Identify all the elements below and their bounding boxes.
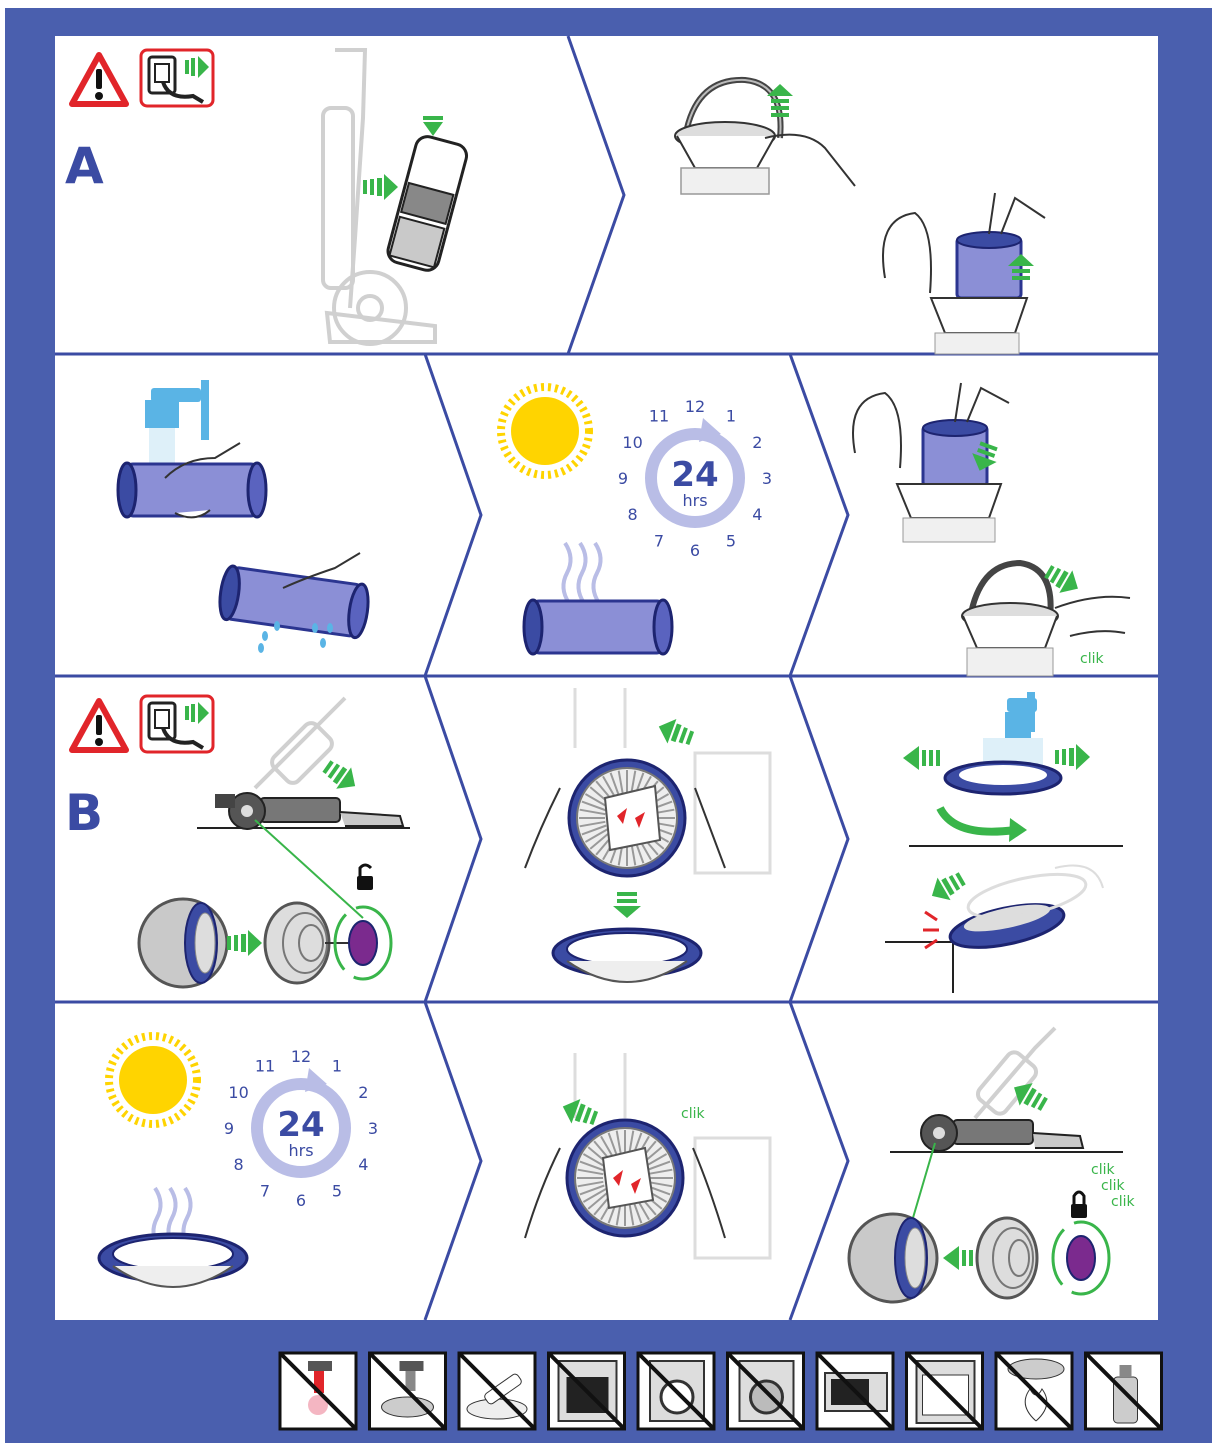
- section-b-step-3: [885, 692, 1123, 993]
- clock-number: 1: [726, 407, 736, 426]
- no-open-flame-icon: [994, 1351, 1074, 1431]
- left-arrow-icon: [903, 746, 940, 770]
- section-a-step-1: A: [65, 48, 469, 346]
- clock-number: 6: [296, 1191, 306, 1210]
- clock-number: 9: [618, 469, 628, 488]
- unplug-icon: [139, 48, 215, 108]
- clock-number: 7: [654, 531, 664, 550]
- no-dishwasher-tap-icon: [368, 1351, 447, 1431]
- rotate-arrow-icon: [936, 805, 1016, 836]
- panel-grid: [55, 35, 1158, 1321]
- clock-value: 24: [671, 455, 718, 495]
- vacuum-laid-down: [215, 792, 405, 830]
- left-arrow-icon: [943, 1246, 973, 1270]
- down-arrow-icon: [613, 892, 641, 918]
- no-washing-machine-icon: [636, 1351, 716, 1431]
- clock-number: 10: [228, 1083, 248, 1102]
- rotor-disc: [1066, 1235, 1096, 1281]
- clock-number: 12: [685, 397, 705, 416]
- clock-number: 2: [752, 433, 762, 452]
- section-a-label: A: [65, 137, 104, 195]
- filter-icon: [522, 598, 674, 656]
- section-b-step-1: B: [65, 694, 410, 989]
- clock-number: 11: [649, 407, 669, 426]
- steam-icon: [561, 541, 603, 605]
- no-tumble-dryer-icon: [726, 1351, 805, 1431]
- section-a-step-5-refit: clik: [852, 382, 1131, 677]
- no-oven-icon: [547, 1351, 626, 1431]
- ribbed-cover: [975, 1216, 1039, 1300]
- filter-icon: [116, 461, 268, 519]
- clock-number: 9: [224, 1119, 234, 1138]
- up-arrow-icon: [767, 84, 793, 117]
- section-a-step-2: [674, 76, 1046, 355]
- clock-number: 8: [628, 505, 638, 524]
- section-a-step-3-wash: [116, 380, 373, 653]
- clock-number: 12: [291, 1047, 311, 1066]
- lock-icon: [1071, 1190, 1087, 1218]
- click-text: clik: [681, 1106, 705, 1122]
- clock-unit: hrs: [288, 1141, 313, 1160]
- no-brush-icon: [457, 1351, 537, 1431]
- clock-number: 5: [726, 531, 736, 550]
- unlock-icon: [357, 863, 373, 890]
- water-drops: [258, 621, 333, 653]
- section-b-step-2: [524, 688, 772, 984]
- ribbed-cover: [263, 901, 331, 985]
- clock-number: 7: [260, 1181, 270, 1200]
- rotor-disc: [348, 920, 378, 966]
- impact-lines: [923, 910, 939, 950]
- click-text: clik: [1111, 1194, 1135, 1210]
- down-arrow-icon: [423, 122, 443, 136]
- no-microwave-icon: [815, 1351, 895, 1431]
- clock-number: 8: [234, 1155, 244, 1174]
- up-arrow-icon: [1008, 254, 1034, 280]
- section-b-step-5: clik: [524, 1053, 772, 1260]
- click-text: clik: [1080, 651, 1104, 667]
- section-b-step-6: clik clik clik: [847, 1026, 1135, 1304]
- clock-number: 2: [358, 1083, 368, 1102]
- no-hot-water-icon: [278, 1351, 358, 1431]
- clock-number: 3: [368, 1119, 378, 1138]
- vacuum-outline: [321, 48, 437, 346]
- clock-number: 5: [332, 1181, 342, 1200]
- instruction-sheet: A: [5, 8, 1212, 1443]
- vacuum-outline: [253, 696, 347, 790]
- clock-number: 10: [622, 433, 642, 452]
- click-text: clik: [1101, 1178, 1125, 1194]
- clock-number: 1: [332, 1057, 342, 1076]
- click-text: clik: [1091, 1162, 1115, 1178]
- clock-value: 24: [277, 1105, 324, 1145]
- clock-number: 4: [752, 505, 762, 524]
- down-arrow-icon: [972, 441, 998, 471]
- unplug-icon: [139, 694, 215, 754]
- clock-number: 4: [358, 1155, 368, 1174]
- clock-number: 6: [690, 541, 700, 560]
- section-b-label: B: [65, 784, 103, 842]
- clock-unit: hrs: [682, 491, 707, 510]
- no-dishwasher-icon: [905, 1351, 984, 1431]
- clock-number: 11: [255, 1057, 275, 1076]
- cyclone-bin: [386, 135, 469, 272]
- no-spray-icon: [1084, 1351, 1163, 1431]
- prohibition-icons: [278, 1351, 1163, 1431]
- clock-number: 3: [762, 469, 772, 488]
